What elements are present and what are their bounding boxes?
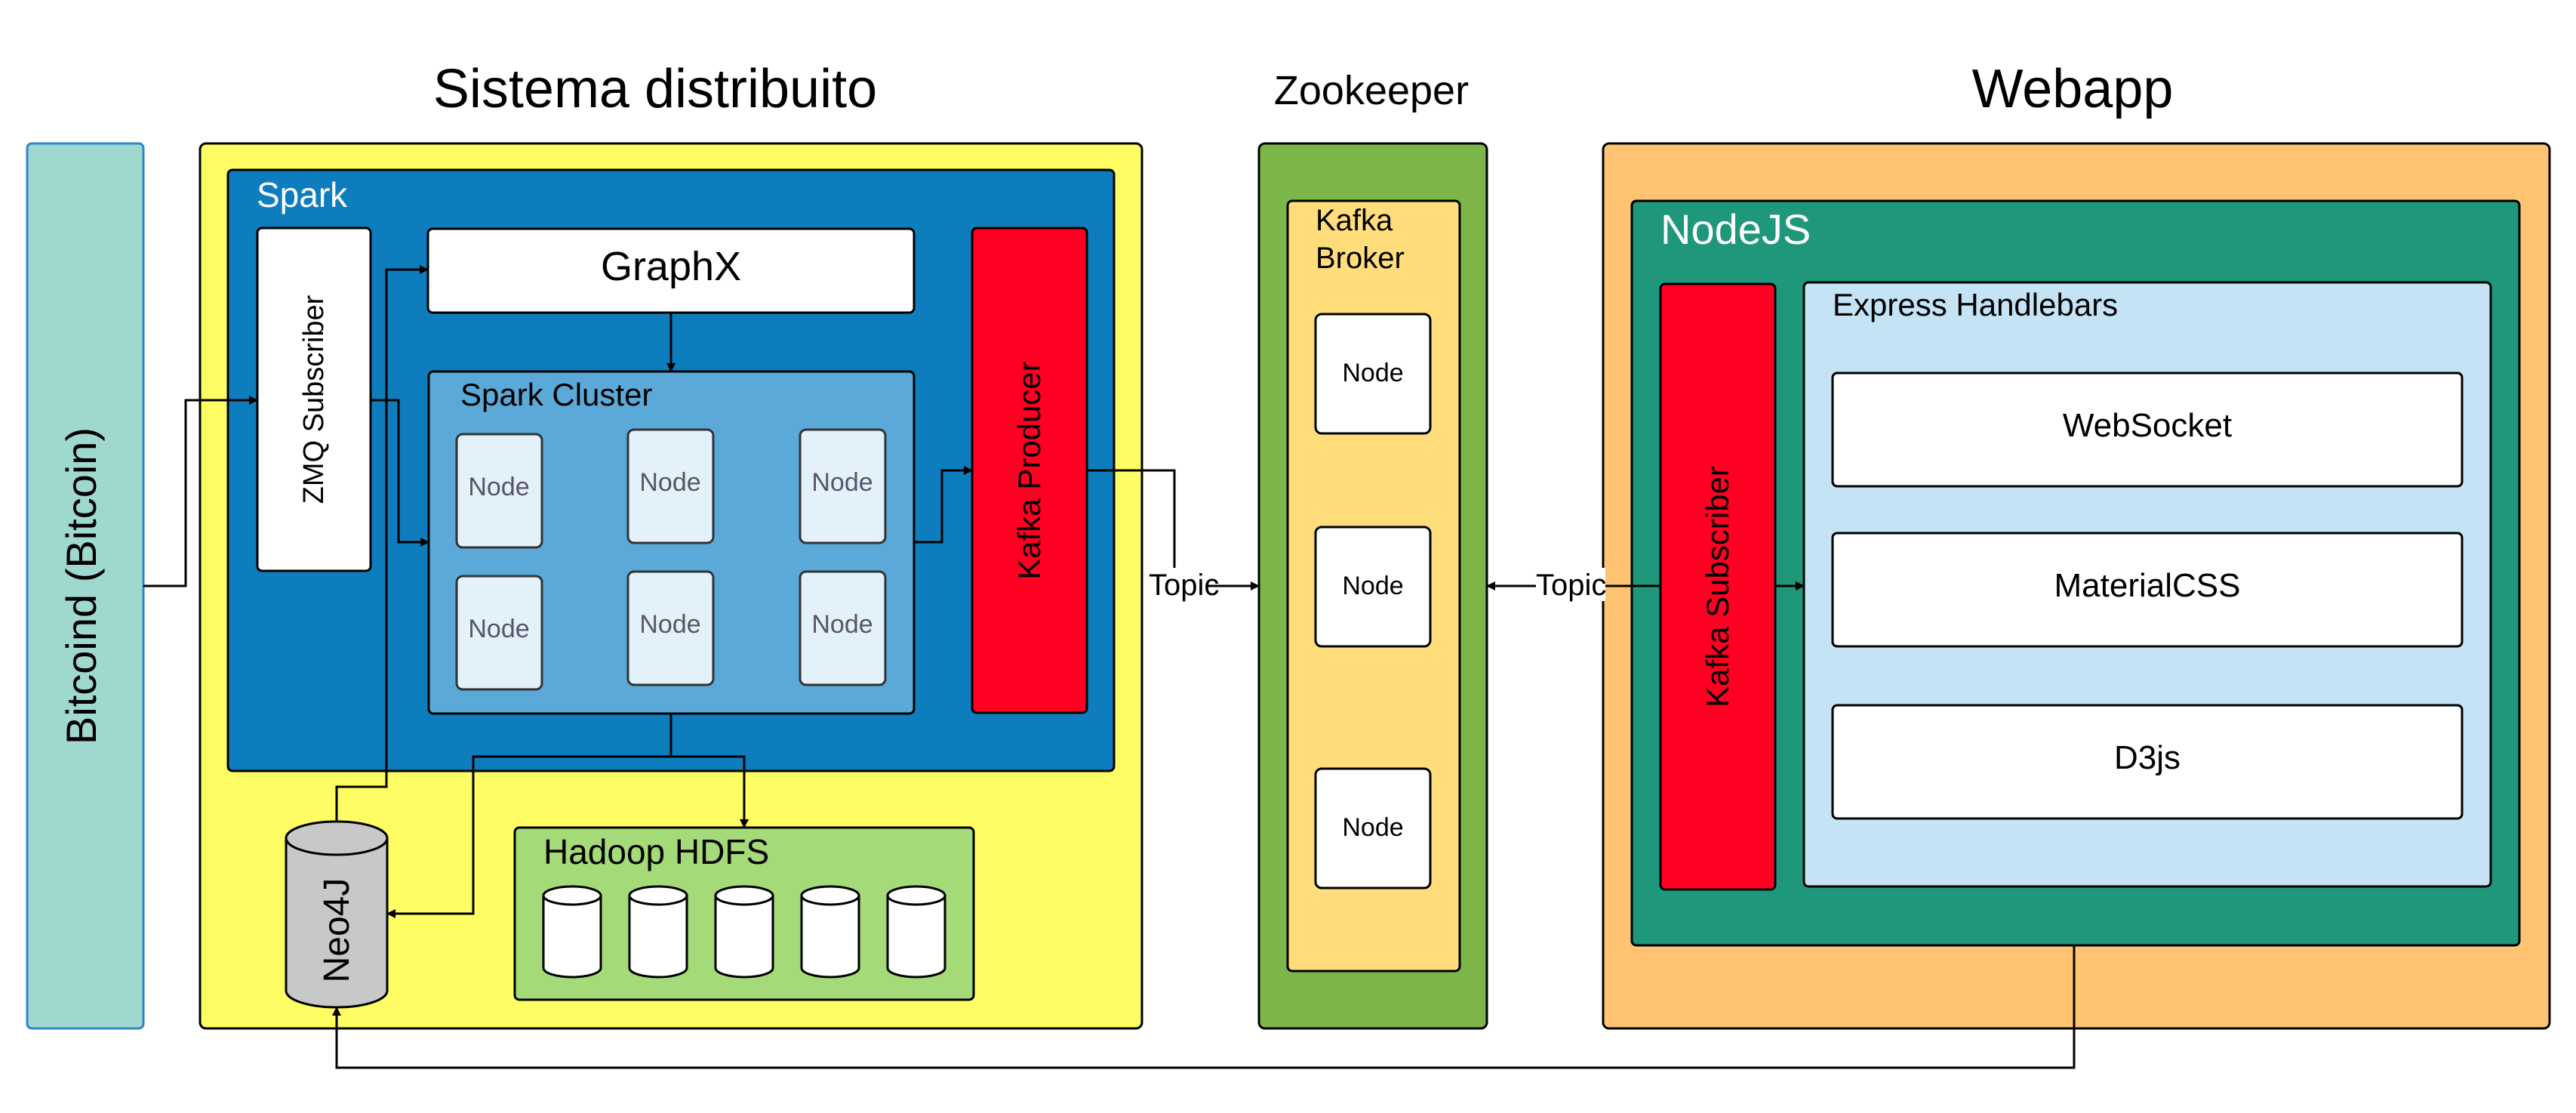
connector-zmq-to-cluster bbox=[371, 399, 429, 547]
connector-cluster-to-hdfs bbox=[671, 755, 749, 828]
materialcss-rect bbox=[1831, 532, 2464, 648]
hdfs-disk-top bbox=[800, 885, 860, 906]
spark-node-1-rect bbox=[455, 433, 543, 549]
hdfs-disk-body bbox=[628, 894, 688, 979]
hdfs-disk-1 bbox=[542, 885, 602, 979]
hdfs-disk-body bbox=[886, 894, 946, 979]
spark-node-2-label: Node bbox=[639, 468, 700, 497]
spark-node-2-rect bbox=[626, 428, 715, 544]
bitcoind-label: Bitcoind (Bitcoin) bbox=[57, 427, 105, 745]
spark-node-1-label: Node bbox=[468, 473, 529, 501]
neo4j-label: Neo4J bbox=[317, 878, 357, 983]
broker-node-3-rect bbox=[1314, 767, 1432, 889]
websocket-rect bbox=[1831, 372, 2464, 488]
connector-bitcoind-to-zmq bbox=[143, 396, 258, 587]
d3js-box: D3js bbox=[1831, 704, 2464, 820]
materialcss-box: MaterialCSS bbox=[1831, 532, 2464, 648]
broker-node-1-label: Node bbox=[1342, 359, 1403, 387]
broker-node-2-rect bbox=[1314, 526, 1432, 648]
spark-node-4-rect bbox=[455, 575, 543, 691]
broker-node-2: Node bbox=[1314, 526, 1432, 648]
connector-cluster-to-neo4j bbox=[386, 714, 672, 918]
connector-producer-to-zookeeper bbox=[1087, 469, 1260, 590]
nodejs-label: NodeJS bbox=[1660, 205, 1811, 253]
zmq-subscriber-label: ZMQ Subscriber bbox=[298, 294, 330, 504]
section-title-webapp: Webapp bbox=[1972, 59, 2174, 119]
spark-node-3: Node bbox=[799, 428, 887, 544]
hdfs-disk-4 bbox=[800, 885, 860, 979]
broker-node-3-label: Node bbox=[1342, 813, 1403, 842]
d3js-label: D3js bbox=[2114, 739, 2181, 776]
spark-cluster-label: Spark Cluster bbox=[460, 377, 652, 412]
spark-node-2: Node bbox=[626, 428, 715, 544]
broker-node-1: Node bbox=[1314, 313, 1432, 435]
spark-node-4-label: Node bbox=[468, 615, 529, 643]
hdfs-disk-top bbox=[886, 885, 946, 906]
hdfs-disk-5 bbox=[886, 885, 946, 979]
broker-node-3: Node bbox=[1314, 767, 1432, 889]
spark-label: Spark bbox=[257, 175, 348, 214]
spark-node-5-label: Node bbox=[639, 610, 700, 639]
kafka-broker-label-line2: Broker bbox=[1316, 242, 1405, 275]
connector-neo4j-to-zmq bbox=[335, 400, 388, 822]
broker-node-1-rect bbox=[1314, 313, 1432, 435]
kafka-subscriber-label: Kafka Subscriber bbox=[1700, 466, 1735, 708]
hdfs-disk-body bbox=[800, 894, 860, 979]
connector-cluster-to-producer bbox=[914, 466, 973, 544]
hdfs-disk-top bbox=[542, 885, 602, 906]
neo4j-database: Neo4J bbox=[285, 820, 389, 1009]
hdfs-disk-top bbox=[714, 885, 774, 906]
kafka-broker-label-line1: Kafka bbox=[1316, 204, 1393, 237]
bitcoind-box: Bitcoind (Bitcoin) bbox=[26, 142, 145, 1030]
spark-node-3-rect bbox=[799, 428, 887, 544]
spark-node-6-rect bbox=[799, 570, 887, 686]
hdfs-disk-body bbox=[714, 894, 774, 979]
spark-node-6: Node bbox=[799, 570, 887, 686]
topic-label-right: Topic bbox=[1536, 569, 1606, 602]
section-title-sistema: Sistema distribuito bbox=[433, 59, 877, 119]
hdfs-disks bbox=[542, 885, 946, 979]
hadoop-hdfs-label: Hadoop HDFS bbox=[543, 832, 769, 871]
spark-node-6-label: Node bbox=[811, 610, 873, 639]
kafka-producer-label: Kafka Producer bbox=[1011, 361, 1047, 580]
spark-node-3-label: Node bbox=[811, 468, 873, 497]
spark-node-1: Node bbox=[455, 433, 543, 549]
hdfs-disk-body bbox=[542, 894, 602, 979]
express-handlebars-label: Express Handlebars bbox=[1833, 287, 2118, 322]
neo4j-top bbox=[285, 820, 389, 856]
graphx-label: GraphX bbox=[601, 244, 741, 289]
d3js-rect bbox=[1831, 704, 2464, 820]
section-title-zookeeper: Zookeeper bbox=[1274, 68, 1469, 113]
spark-node-4: Node bbox=[455, 575, 543, 691]
websocket-label: WebSocket bbox=[2063, 407, 2232, 444]
websocket-box: WebSocket bbox=[1831, 372, 2464, 488]
spark-node-5-rect bbox=[626, 570, 715, 686]
broker-node-2-label: Node bbox=[1342, 572, 1403, 600]
hdfs-disk-2 bbox=[628, 885, 688, 979]
connector-nodejs-to-neo4j bbox=[332, 945, 2076, 1069]
hdfs-disk-3 bbox=[714, 885, 774, 979]
hdfs-disk-top bbox=[628, 885, 688, 906]
topic-label-left: Topic bbox=[1149, 569, 1219, 602]
spark-node-5: Node bbox=[626, 570, 715, 686]
materialcss-label: MaterialCSS bbox=[2054, 567, 2241, 604]
